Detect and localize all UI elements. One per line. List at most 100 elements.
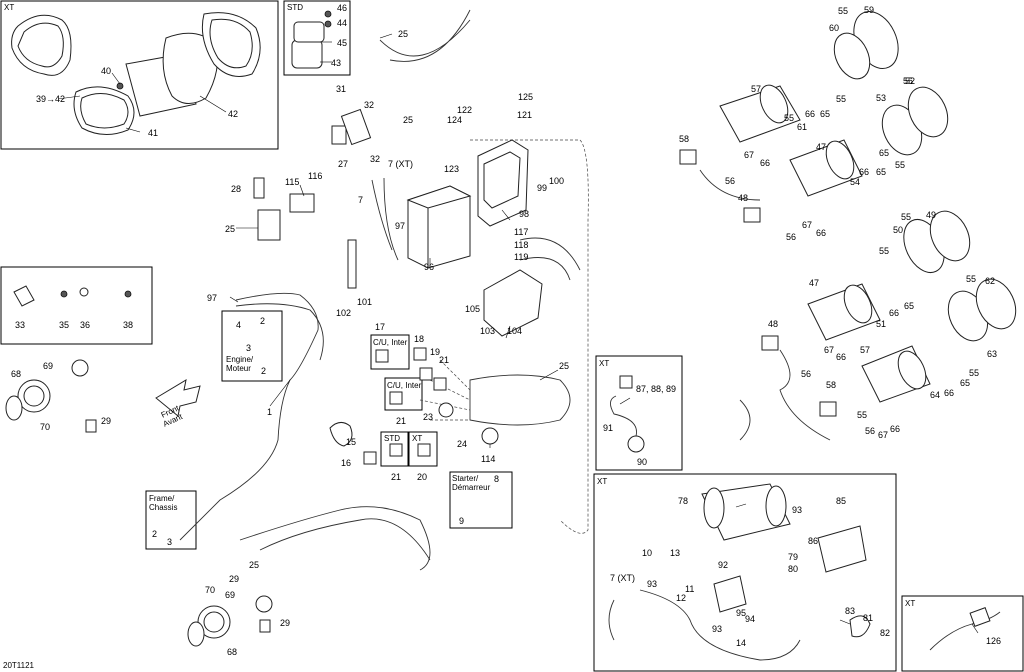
harness-top bbox=[379, 9, 471, 62]
xt-accessory-box bbox=[595, 355, 683, 471]
label-66b: 66 bbox=[760, 158, 770, 168]
label-52: 52 bbox=[905, 76, 915, 86]
label-55f: 55 bbox=[901, 212, 911, 222]
label-63: 63 bbox=[987, 349, 997, 359]
illustrations: Front Avant bbox=[5, 9, 1017, 661]
voltage-regulator bbox=[483, 269, 543, 337]
label-95: 95 bbox=[736, 608, 746, 618]
label-7xt: 7 (XT) bbox=[388, 159, 413, 169]
starter-tag-box bbox=[449, 471, 513, 529]
label-68a: 68 bbox=[11, 369, 21, 379]
label-45: 45 bbox=[337, 38, 347, 48]
label-70a: 70 bbox=[40, 422, 50, 432]
label-28: 28 bbox=[231, 184, 241, 194]
cu-inter-b-label: C/U, Inter bbox=[387, 381, 422, 390]
label-67d: 67 bbox=[878, 430, 888, 440]
label-27: 27 bbox=[338, 159, 348, 169]
xt-switch-label: XT bbox=[412, 434, 422, 443]
label-55c: 55 bbox=[784, 113, 794, 123]
label-65c: 65 bbox=[876, 167, 886, 177]
label-64: 64 bbox=[930, 390, 940, 400]
label-93c: 93 bbox=[712, 624, 722, 634]
label-124: 124 bbox=[447, 115, 462, 125]
label-2a: 2 bbox=[260, 316, 265, 326]
label-35: 35 bbox=[59, 320, 69, 330]
label-13: 13 bbox=[670, 548, 680, 558]
starter-tag-line1: Starter/ bbox=[452, 474, 479, 483]
label-1: 1 bbox=[267, 407, 272, 417]
label-55d: 55 bbox=[903, 76, 913, 86]
label-25d: 25 bbox=[559, 361, 569, 371]
label-25a: 25 bbox=[398, 29, 408, 39]
label-47a: 47 bbox=[816, 142, 826, 152]
label-44: 44 bbox=[337, 18, 347, 28]
label-29c: 29 bbox=[280, 618, 290, 628]
label-126: 126 bbox=[986, 636, 1001, 646]
label-3a: 3 bbox=[246, 343, 251, 353]
label-66h: 66 bbox=[890, 424, 900, 434]
std-gauge bbox=[291, 39, 323, 69]
label-32a: 32 bbox=[364, 100, 374, 110]
label-93b: 93 bbox=[647, 579, 657, 589]
label-118: 118 bbox=[514, 240, 528, 250]
label-57b: 57 bbox=[860, 345, 870, 355]
label-24: 24 bbox=[457, 439, 467, 449]
label-65a: 65 bbox=[820, 109, 830, 119]
label-114: 114 bbox=[481, 454, 495, 464]
label-70b: 70 bbox=[205, 585, 215, 595]
label-121: 121 bbox=[517, 110, 532, 120]
label-39-42: 39→42 bbox=[36, 94, 65, 104]
label-119: 119 bbox=[514, 252, 528, 262]
xt-accessory-box-title: XT bbox=[599, 359, 609, 368]
label-116: 116 bbox=[308, 171, 322, 181]
xt-gauge-box bbox=[0, 0, 279, 150]
label-3b: 3 bbox=[167, 537, 172, 547]
label-100: 100 bbox=[549, 176, 564, 186]
label-9: 9 bbox=[459, 516, 464, 526]
drawing-code: 20T1121 bbox=[3, 661, 35, 670]
part-labels: 39→42 40 41 42 46 44 45 43 25 31 32 25 2… bbox=[3, 3, 1001, 670]
xt-winch-box-title: XT bbox=[597, 477, 607, 486]
label-12: 12 bbox=[676, 593, 686, 603]
label-67c: 67 bbox=[824, 345, 834, 355]
label-105: 105 bbox=[465, 304, 480, 314]
label-11: 11 bbox=[685, 584, 694, 594]
label-58b: 58 bbox=[826, 380, 836, 390]
label-2b: 2 bbox=[261, 366, 266, 376]
label-32b: 32 bbox=[370, 154, 380, 164]
cu-inter-box-a bbox=[370, 334, 410, 370]
label-8: 8 bbox=[494, 474, 499, 484]
label-53: 53 bbox=[876, 93, 886, 103]
label-47b: 47 bbox=[809, 278, 819, 288]
std-gauge-box bbox=[283, 0, 351, 76]
label-43: 43 bbox=[331, 58, 341, 68]
label-56d: 56 bbox=[865, 426, 875, 436]
xt-switch-box bbox=[408, 431, 438, 467]
loose-parts-box bbox=[0, 266, 153, 345]
label-66a: 66 bbox=[805, 109, 815, 119]
label-49: 49 bbox=[926, 210, 936, 220]
label-16: 16 bbox=[341, 458, 351, 468]
label-101: 101 bbox=[357, 297, 372, 307]
label-41: 41 bbox=[148, 128, 158, 138]
label-115: 115 bbox=[285, 177, 299, 187]
label-66e: 66 bbox=[889, 308, 899, 318]
accessory-wire bbox=[610, 395, 637, 437]
label-82: 82 bbox=[880, 628, 890, 638]
label-65e: 65 bbox=[960, 378, 970, 388]
label-21c: 21 bbox=[391, 472, 401, 482]
label-55a: 55 bbox=[838, 6, 848, 16]
label-117: 117 bbox=[514, 227, 528, 237]
label-83: 83 bbox=[845, 606, 855, 616]
label-66c: 66 bbox=[859, 167, 869, 177]
label-56b: 56 bbox=[786, 232, 796, 242]
label-4: 4 bbox=[236, 320, 241, 330]
label-14: 14 bbox=[736, 638, 746, 648]
harness-connector-block bbox=[469, 374, 571, 426]
xt-gauge-box-title: XT bbox=[4, 3, 14, 12]
label-94: 94 bbox=[745, 614, 755, 624]
label-56c: 56 bbox=[801, 369, 811, 379]
frame-tag-box bbox=[145, 490, 197, 550]
label-80: 80 bbox=[788, 564, 798, 574]
frame-tag-line1: Frame/ bbox=[149, 494, 175, 503]
